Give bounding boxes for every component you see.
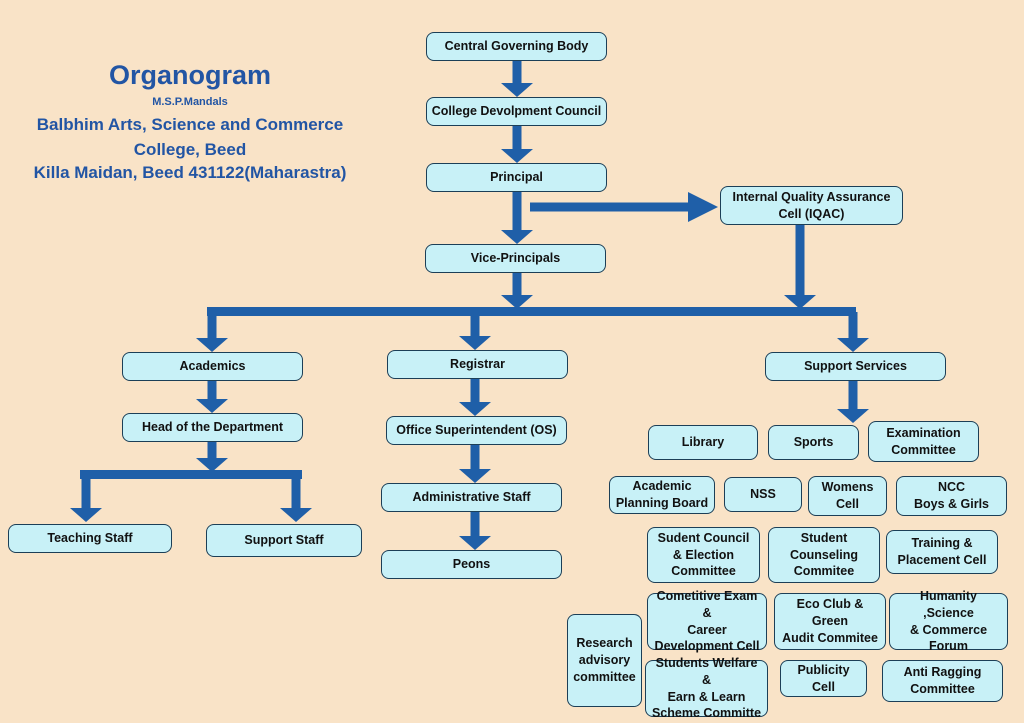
- college-name-line2: College, Beed: [133, 140, 247, 159]
- hod-branch-bar: [80, 470, 302, 479]
- node-nss: NSS: [724, 477, 802, 512]
- arrow-vice-down: [501, 273, 533, 309]
- arrow-registrar-to-os: [459, 379, 491, 416]
- node-competitive-exam-cell: Cometitive Exam & Career Development Cel…: [647, 589, 767, 653]
- node-eco-club: Eco Club & Green Audit Commitee: [774, 593, 886, 650]
- arrow-to-support-staff: [280, 475, 312, 522]
- node-womens-cell: Womens Cell: [808, 476, 887, 516]
- node-registrar: Registrar: [387, 350, 568, 379]
- arrow-principal-to-vice: [501, 192, 533, 244]
- node-examination-committee: Examination Committee: [868, 421, 979, 462]
- node-administrative-staff: Administrative Staff: [381, 483, 562, 512]
- node-publicity-cell: Publicity Cell: [780, 660, 867, 697]
- arrow-cdc-to-principal: [501, 126, 533, 163]
- node-teaching-staff: Teaching Staff: [8, 524, 172, 553]
- node-academic-planning-board: Academic Planning Board: [609, 476, 715, 514]
- node-humanity-forum: Humanity ,Science & Commerce Forum: [889, 589, 1008, 653]
- node-ncc: NCC Boys & Girls: [896, 476, 1007, 516]
- node-peons: Peons: [381, 550, 562, 579]
- node-central-governing-body: Central Governing Body: [426, 32, 607, 61]
- arrow-admin-to-peons: [459, 512, 491, 550]
- node-students-welfare: Students Welfare & Earn & Learn Scheme C…: [645, 656, 768, 720]
- arrow-to-academics: [196, 312, 228, 352]
- college-address: Killa Maidan, Beed 431122(Maharastra): [33, 163, 347, 182]
- college-name-line1: Balbhim Arts, Science and Commerce: [36, 115, 344, 134]
- node-student-counseling: Student Counseling Commitee: [768, 527, 880, 583]
- arrow-cgb-to-cdc: [501, 61, 533, 97]
- distribution-bar: [207, 307, 856, 316]
- node-student-council: Sudent Council & Election Committee: [647, 527, 760, 583]
- node-research-advisory-committee: Research advisory committee: [567, 614, 642, 707]
- arrow-to-registrar: [459, 312, 491, 350]
- node-principal: Principal: [426, 163, 607, 192]
- node-academics: Academics: [122, 352, 303, 381]
- node-iqac: Internal Quality Assurance Cell (IQAC): [720, 186, 903, 225]
- arrow-to-teaching-staff: [70, 475, 102, 522]
- node-anti-ragging-committee: Anti Ragging Committee: [882, 660, 1003, 702]
- arrow-to-support-services: [837, 312, 869, 352]
- arrow-academics-to-hod: [196, 381, 228, 413]
- node-head-of-department: Head of the Department: [122, 413, 303, 442]
- society-name: M.S.P.Mandals: [152, 96, 228, 108]
- node-support-services: Support Services: [765, 352, 946, 381]
- arrow-support-services-down: [837, 381, 869, 423]
- arrow-iqac-down: [784, 225, 816, 309]
- arrow-principal-to-iqac: [530, 192, 718, 222]
- arrow-os-to-admin: [459, 445, 491, 483]
- page-title: Organogram: [108, 60, 272, 90]
- node-office-superintendent: Office Superintendent (OS): [386, 416, 567, 445]
- node-vice-principals: Vice-Principals: [425, 244, 606, 273]
- node-sports: Sports: [768, 425, 859, 460]
- node-support-staff: Support Staff: [206, 524, 362, 557]
- node-college-development-council: College Devolpment Council: [426, 97, 607, 126]
- node-library: Library: [648, 425, 758, 460]
- node-training-placement-cell: Training & Placement Cell: [886, 530, 998, 574]
- arrow-hod-down: [196, 442, 228, 472]
